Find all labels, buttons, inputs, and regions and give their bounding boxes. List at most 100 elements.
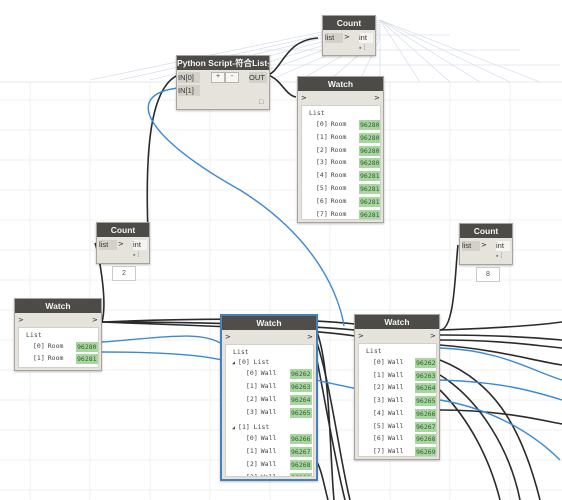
- item-name: Wall: [387, 434, 404, 443]
- preview-toggle-icon[interactable]: ▪ ⁞: [133, 252, 140, 259]
- item-index: [6]: [373, 434, 385, 443]
- sublist-label[interactable]: ◢ [0] List: [232, 357, 269, 368]
- add-input-button[interactable]: +: [211, 72, 225, 83]
- item-value: 96266: [290, 434, 312, 444]
- count-node-left[interactable]: Count list > int ▪ ⁞: [96, 222, 150, 264]
- item-value: 96266: [415, 408, 436, 419]
- list-item: [0]Wall: [246, 368, 276, 379]
- item-name: Room: [330, 196, 347, 205]
- item-name: Room: [330, 209, 347, 218]
- item-name: Room: [330, 145, 347, 154]
- node-title: Python Script-符合List長度: [177, 56, 269, 70]
- item-index: [0]: [246, 434, 258, 442]
- item-index: [2]: [246, 460, 258, 468]
- preview-toggle-icon[interactable]: ▪ ⁞: [496, 253, 503, 260]
- item-value: 96269: [290, 473, 312, 476]
- list-item: [4]Room: [316, 170, 346, 181]
- output-port-icon[interactable]: >: [430, 332, 436, 340]
- list-item: [2]Wall: [246, 459, 276, 470]
- list-root-label: List: [233, 348, 249, 356]
- node-title: Count: [97, 223, 149, 237]
- list-item: [7]Room: [316, 209, 347, 219]
- item-name: Wall: [387, 358, 404, 366]
- list-item: [6]Room: [316, 196, 346, 207]
- node-title: Count: [323, 16, 375, 30]
- item-value: 96264: [415, 383, 436, 394]
- item-index: [1]: [246, 447, 258, 455]
- item-index: [3]: [246, 473, 258, 477]
- output-port-icon[interactable]: >: [374, 94, 380, 102]
- sublist-title: [1] List: [238, 423, 270, 431]
- item-name: Wall: [260, 382, 277, 390]
- collapse-triangle-icon[interactable]: ◢: [232, 360, 239, 366]
- item-value: 96281: [76, 354, 98, 364]
- item-value: 96262: [415, 358, 436, 368]
- input-port-list[interactable]: list: [99, 240, 117, 250]
- item-value: 96280: [359, 145, 380, 156]
- item-name: Wall: [260, 369, 277, 377]
- output-port-int[interactable]: int: [359, 33, 373, 43]
- item-name: Room: [330, 171, 347, 180]
- input-port-in0[interactable]: IN[0]: [178, 72, 200, 83]
- list-item: [1]Room: [316, 132, 346, 143]
- item-name: Room: [330, 132, 347, 141]
- item-name: Wall: [387, 383, 404, 392]
- item-index: [2]: [316, 145, 328, 154]
- wire-python-to-count: [267, 37, 319, 76]
- item-index: [1]: [246, 382, 258, 390]
- item-value: 96280: [359, 132, 380, 143]
- input-port-list[interactable]: list: [462, 241, 480, 251]
- input-port-icon[interactable]: >: [358, 332, 364, 340]
- item-name: Room: [330, 158, 347, 167]
- output-port-icon[interactable]: >: [307, 333, 313, 341]
- list-item: [0]Room: [33, 341, 63, 352]
- item-index: [0]: [33, 342, 45, 350]
- list-item: [1]Room: [33, 353, 63, 364]
- list-item: [2]Room: [316, 145, 346, 156]
- list-root-label: List: [26, 331, 42, 339]
- item-name: Room: [47, 354, 64, 362]
- item-name: Wall: [260, 460, 277, 468]
- node-title: Watch: [15, 299, 101, 313]
- list-item: [3]Wall: [246, 407, 276, 418]
- collapse-triangle-icon[interactable]: ◢: [232, 425, 239, 431]
- output-port-icon[interactable]: >: [92, 316, 98, 324]
- preview-toggle-icon[interactable]: ▪ ⁞: [359, 45, 366, 52]
- input-port-in1[interactable]: IN[1]: [178, 85, 200, 96]
- item-value: 96267: [290, 447, 312, 457]
- input-port-icon[interactable]: >: [301, 94, 307, 102]
- input-port-icon[interactable]: >: [225, 333, 231, 341]
- item-name: Wall: [260, 395, 277, 403]
- list-item: [1]Wall: [246, 446, 276, 457]
- python-script-node[interactable]: Python Script-符合List長度 IN[0] IN[1] + - O…: [176, 55, 270, 110]
- output-port-int[interactable]: int: [133, 240, 147, 250]
- count-node-top[interactable]: Count list > int ▪ ⁞: [322, 15, 376, 56]
- port-arrow-icon: >: [344, 33, 350, 41]
- count-result-left: 2: [112, 266, 136, 281]
- node-title: Watch: [355, 315, 439, 329]
- resize-handle-icon[interactable]: □: [259, 99, 264, 106]
- count-node-right[interactable]: Count list > int ▪ ⁞: [459, 223, 513, 265]
- input-port-icon[interactable]: >: [18, 316, 24, 324]
- item-value: 96264: [290, 395, 312, 405]
- item-name: Wall: [260, 447, 277, 455]
- port-arrow-icon: >: [481, 241, 487, 249]
- node-title: Count: [460, 224, 512, 238]
- wire-python-to-watch: [267, 74, 297, 98]
- item-value: 96263: [290, 382, 312, 392]
- output-port-out[interactable]: OUT: [249, 72, 267, 83]
- item-value: 96268: [290, 460, 312, 470]
- list-item: [1]Wall: [246, 381, 276, 392]
- remove-input-button[interactable]: -: [225, 72, 239, 83]
- input-port-list[interactable]: list: [325, 33, 343, 43]
- sublist-label[interactable]: ◢ [1] List: [232, 422, 269, 433]
- item-value: 96265: [415, 396, 436, 407]
- output-port-int[interactable]: int: [496, 241, 510, 251]
